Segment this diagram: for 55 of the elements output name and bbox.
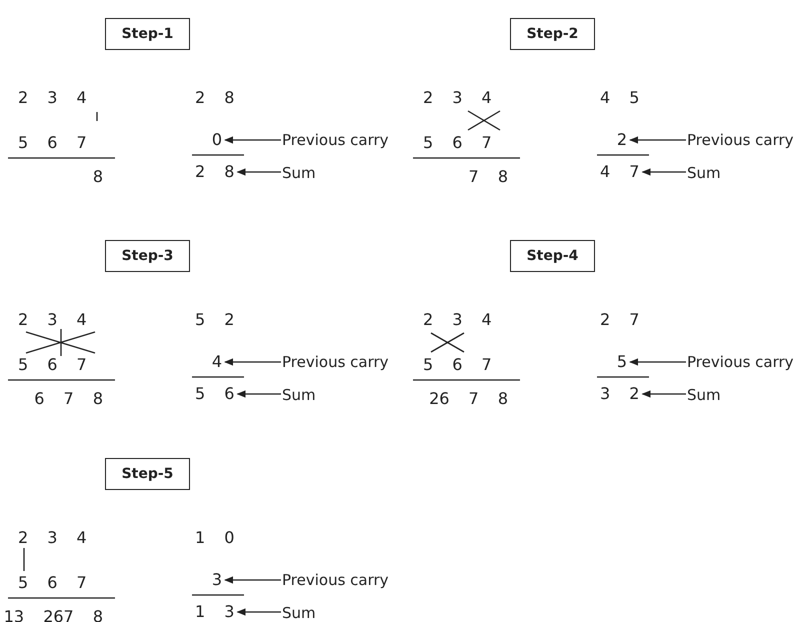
result-digits: 26 7 8 <box>429 389 508 409</box>
annotation-label: Previous carry <box>282 130 389 150</box>
digit-row: 5 6 7 <box>18 355 87 375</box>
arrow <box>224 576 281 584</box>
carry-digit: 3 <box>212 570 222 590</box>
step-heading: Step-5 <box>105 458 190 490</box>
arrow <box>629 136 686 144</box>
partial-product: 2 8 <box>195 88 234 108</box>
annotation-label: Previous carry <box>282 352 389 372</box>
arrow <box>642 390 686 398</box>
sum-digits: 4 7 <box>600 162 640 182</box>
digit-row: 2 3 4 <box>18 310 87 330</box>
digit-row: 5 6 7 <box>423 133 492 153</box>
partial-product: 4 5 <box>600 88 640 108</box>
annotation-label: Sum <box>687 163 721 183</box>
result-digits: 8 <box>92 167 103 187</box>
annotation-label: Previous carry <box>687 352 794 372</box>
result-digits: 7 8 <box>468 167 508 187</box>
arrow <box>629 358 686 366</box>
carry-digit: 2 <box>616 130 627 150</box>
step-heading: Step-1 <box>105 18 190 50</box>
digit-row: 5 6 7 <box>18 133 87 153</box>
digit-row: 2 3 4 <box>18 528 87 548</box>
partial-product: 5 2 <box>195 310 234 330</box>
carry-digit: 4 <box>212 352 222 372</box>
digit-row: 5 6 7 <box>18 573 87 593</box>
sum-digits: 5 6 <box>195 384 234 404</box>
annotation-label: Sum <box>282 163 316 183</box>
sum-digits: 1 3 <box>195 602 234 622</box>
arrow <box>236 608 281 616</box>
annotation-label: Sum <box>282 603 316 622</box>
sum-digits: 3 2 <box>600 384 640 404</box>
result-digits: 13 267 8 <box>4 607 103 622</box>
arrow <box>642 168 686 176</box>
digit-row: 2 3 4 <box>18 88 87 108</box>
arrow <box>224 136 281 144</box>
digit-row: 2 3 4 <box>423 310 492 330</box>
step-heading: Step-2 <box>510 18 595 50</box>
annotation-label: Previous carry <box>687 130 794 150</box>
arrow <box>236 168 281 176</box>
carry-digit: 5 <box>616 352 627 372</box>
annotation-label: Sum <box>282 385 316 405</box>
digit-row: 5 6 7 <box>423 355 492 375</box>
step-heading: Step-3 <box>105 240 190 272</box>
annotation-label: Previous carry <box>282 570 389 590</box>
sum-digits: 2 8 <box>195 162 234 182</box>
result-digits: 6 7 8 <box>34 389 103 409</box>
partial-product: 1 0 <box>195 528 234 548</box>
partial-product: 2 7 <box>600 310 640 330</box>
arrow <box>224 358 281 366</box>
arrow <box>236 390 281 398</box>
carry-digit: 0 <box>212 130 222 150</box>
digit-row: 2 3 4 <box>423 88 492 108</box>
annotation-label: Sum <box>687 385 721 405</box>
step-heading: Step-4 <box>510 240 595 272</box>
